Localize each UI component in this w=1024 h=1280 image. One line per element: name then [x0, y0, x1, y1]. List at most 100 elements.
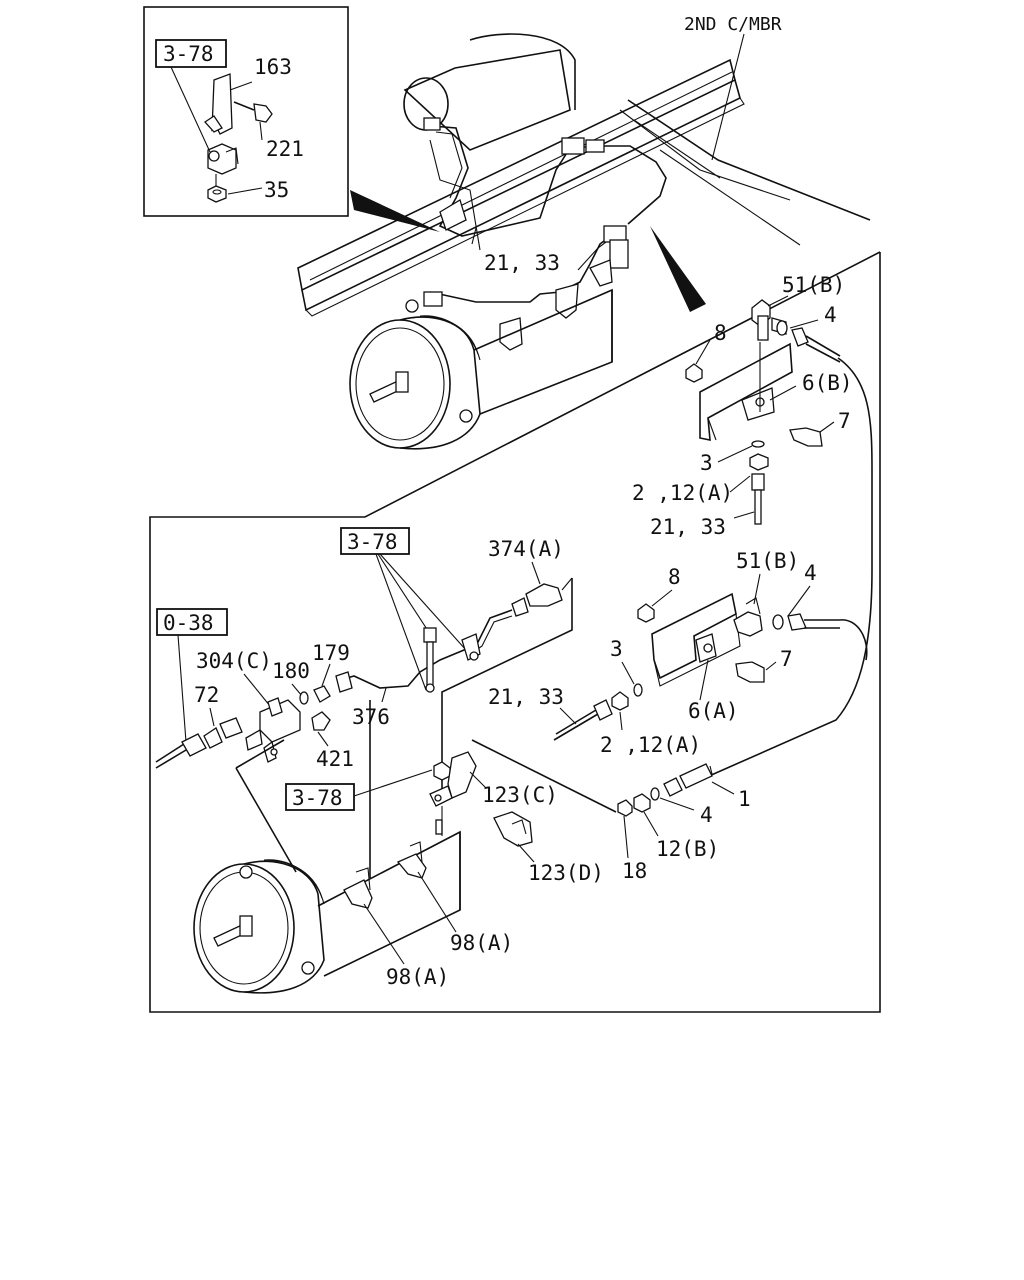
washer-3-mid-icon	[633, 683, 643, 697]
fitting-icon	[423, 117, 441, 131]
brake-chamber-bottom-icon	[193, 830, 461, 994]
label-376: 376	[352, 705, 390, 729]
label-2-12a-mid: 2 ,12(A)	[600, 733, 701, 757]
hose-end-icon	[181, 733, 207, 757]
clip-123d-icon	[493, 811, 533, 847]
label-179: 179	[312, 641, 350, 665]
hose-fitting-mid-icon	[787, 613, 807, 631]
label-221: 221	[266, 137, 304, 161]
brake-chamber-top-icon	[349, 288, 613, 450]
label-2-12a-top: 2 ,12(A)	[632, 481, 733, 505]
ref-box-mid	[340, 527, 410, 555]
label-374a: 374(A)	[488, 537, 564, 561]
cluster-middle: 3-78 374(A) 376 0-38 304(C) 180 179	[155, 527, 573, 873]
nut-8-mid-icon	[637, 603, 655, 623]
hose-1-icon	[663, 763, 713, 797]
ref-low-label: 3-78	[292, 786, 343, 810]
cluster-upper-right: 51(B) 4 8 6(B) 7 3 2 ,12(A) 21, 33	[632, 273, 873, 781]
bracket-98a-2-icon	[343, 879, 373, 909]
washer-3-icon	[751, 440, 765, 448]
hose-72	[155, 749, 187, 769]
inset-detail: 3-78 163 221 35	[143, 6, 349, 217]
label-21-33-top: 21, 33	[650, 515, 726, 539]
washer-180-icon	[299, 691, 309, 705]
nut-12b-icon	[633, 793, 651, 813]
washer-4-icon	[776, 320, 788, 336]
label-72: 72	[194, 683, 219, 707]
nut-35-icon	[207, 185, 227, 203]
label-18: 18	[622, 859, 647, 883]
frame-member-label: 2ND C/MBR	[684, 14, 782, 35]
label-6a: 6(A)	[688, 699, 739, 723]
ref-box-low	[285, 783, 355, 811]
nut-18-icon	[617, 799, 633, 817]
cluster-lower: 3-78 123(C) 1 4 12(B) 18	[193, 700, 751, 994]
label-3-top: 3	[700, 451, 713, 475]
detail-frame	[149, 251, 881, 1013]
flex-hose-right	[699, 357, 873, 781]
label-51b-top: 51(B)	[782, 273, 845, 297]
ref-box-inset	[155, 39, 227, 68]
ref-inset-label: 3-78	[163, 42, 214, 66]
inset-frame	[143, 6, 349, 217]
label-304c: 304(C)	[196, 649, 272, 673]
bolt-shank-icon	[426, 641, 434, 689]
nut-421-icon	[311, 711, 331, 731]
fitting-icon	[423, 291, 443, 307]
clip-icon	[555, 283, 579, 319]
label-12b: 12(B)	[656, 837, 719, 861]
nut-72-icon	[203, 727, 223, 749]
tube-21-33-icon	[754, 489, 762, 525]
bracket-6a-icon	[651, 592, 737, 680]
label-1: 1	[738, 787, 751, 811]
label-98a-1: 98(A)	[450, 931, 513, 955]
junction-block-304c-icon	[245, 697, 301, 763]
label-6b: 6(B)	[802, 371, 853, 395]
fitting-icon	[585, 139, 605, 153]
fitting-icon	[561, 137, 585, 155]
ref-left-label: 0-38	[163, 611, 214, 635]
tee-fitting-51b-mid-icon	[733, 611, 763, 637]
label-7-top: 7	[838, 409, 851, 433]
bolt-head-icon	[423, 627, 437, 643]
bolt-221-icon	[233, 101, 273, 123]
label-180: 180	[272, 659, 310, 683]
label-98a-2: 98(A)	[386, 965, 449, 989]
label-21-33-mid: 21, 33	[488, 685, 564, 709]
washer-4-mid-icon	[772, 614, 784, 630]
nut-12a-icon	[749, 453, 769, 471]
top-assembly: 2ND C/MBR 21, 33	[297, 14, 871, 450]
label-123c: 123(C)	[482, 783, 558, 807]
bolt-7-icon	[789, 427, 823, 447]
label-3-mid: 3	[610, 637, 623, 661]
nut-8-icon	[685, 363, 703, 383]
bolt-7-mid-icon	[735, 661, 765, 683]
label-8-mid: 8	[668, 565, 681, 589]
label-7-mid: 7	[780, 647, 793, 671]
label-4-top: 4	[824, 303, 837, 327]
fitting-374a-icon	[511, 583, 563, 617]
bracket-123c-icon	[429, 751, 477, 835]
clip-icon	[589, 259, 613, 287]
hose-fitting-icon	[791, 327, 841, 363]
washer-4-low-icon	[650, 787, 660, 801]
label-35: 35	[264, 178, 289, 202]
ref-box-left	[156, 608, 228, 636]
label-top-line: 21, 33	[484, 251, 560, 275]
bracket-6b-icon	[699, 342, 793, 441]
cluster-mid-right: 8 51(B) 4 3 7 6(A) 21,	[488, 549, 868, 757]
brake-line-top	[431, 125, 667, 237]
flare-nut-icon	[335, 671, 353, 693]
steel-line-376	[339, 609, 513, 689]
fitting-179-icon	[313, 685, 331, 703]
label-4-mid: 4	[804, 561, 817, 585]
label-51b-mid: 51(B)	[736, 549, 799, 573]
bracket-98a-1-icon	[396, 853, 427, 879]
label-123d: 123(D)	[528, 861, 604, 885]
bracket-163-icon	[204, 73, 239, 175]
label-8-top: 8	[714, 321, 727, 345]
tube-21-33-mid-icon	[553, 699, 613, 741]
fitting-72-icon	[219, 717, 243, 739]
nut-12a-mid-icon	[611, 691, 629, 711]
